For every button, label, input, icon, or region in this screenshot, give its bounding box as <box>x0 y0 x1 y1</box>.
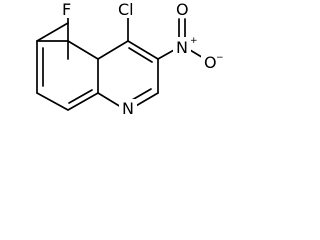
bond-c4a-c5-ring <box>67 40 99 60</box>
bond-c4a-c4 <box>97 40 129 60</box>
bond-c4-c3-inner <box>128 47 153 63</box>
structure-diagram: F Cl N N + O O − <box>36 0 224 118</box>
nitro-nitrogen-label: N <box>176 38 188 57</box>
nitro-top-oxygen-label: O <box>176 0 189 19</box>
nitro-positive-charge: + <box>190 36 198 46</box>
bond-c2-n1 <box>133 92 159 108</box>
nitro-negative-charge: − <box>216 53 224 63</box>
bond-c3-nitro-n <box>157 49 175 60</box>
o-right-label-background <box>201 53 219 71</box>
cl-label-background <box>116 0 141 18</box>
bond-c8-c8a <box>67 92 99 111</box>
bond-c8-c8a-inner <box>68 89 93 104</box>
nitro-n-label-background <box>173 37 191 55</box>
bond-c2-n1-inner <box>131 88 152 101</box>
bond-c5-c6 <box>36 22 69 42</box>
bond-c7-c8 <box>36 92 69 111</box>
o-top-label-background <box>173 0 191 18</box>
ring-n-label-background <box>119 99 137 117</box>
ring-nitrogen-label: N <box>122 99 134 118</box>
nitro-right-oxygen-label: O <box>204 53 217 72</box>
fluorine-label: F <box>62 0 71 19</box>
chlorine-label: Cl <box>118 0 134 19</box>
bond-n1-c8a <box>97 92 122 108</box>
f-label-background <box>59 0 77 18</box>
bond-c4-c3 <box>127 40 159 60</box>
